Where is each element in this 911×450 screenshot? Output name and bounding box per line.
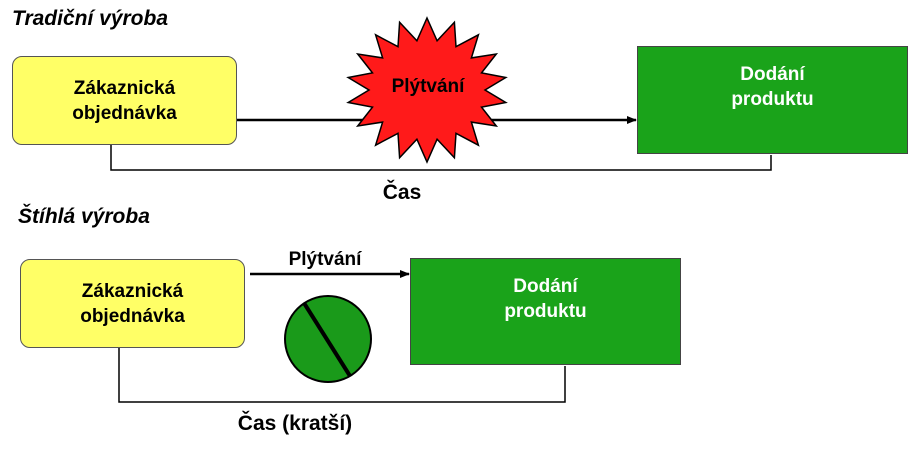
traditional-delivery-line2: produktu xyxy=(731,89,814,110)
lean-delivery-line1: Dodání xyxy=(513,275,578,297)
lean-order-line2: objednávka xyxy=(80,305,185,327)
traditional-delivery-box: Dodání produktu xyxy=(637,46,908,154)
traditional-order-box: Zákaznická objednávka xyxy=(12,56,237,145)
waste-starburst xyxy=(346,16,508,164)
traditional-waste-label: Plýtvání xyxy=(391,76,465,97)
traditional-delivery-line1: Dodání xyxy=(740,64,805,85)
lean-delivery-line2: produktu xyxy=(504,300,587,322)
traditional-order-line1: Zákaznická xyxy=(73,77,176,99)
lean-delivery-box: Dodání produktu xyxy=(410,258,681,365)
lean-waste-label: Plýtvání xyxy=(288,249,362,270)
no-waste-icon xyxy=(284,295,372,383)
lean-order-line1: Zákaznická xyxy=(81,280,184,302)
lean-heading: Štíhlá výroba xyxy=(18,205,150,228)
traditional-heading: Tradiční výroba xyxy=(12,7,169,30)
lean-time-label: Čas (kratší) xyxy=(237,412,353,435)
lean-time-bracket xyxy=(118,348,566,403)
traditional-order-line2: objednávka xyxy=(72,102,177,124)
traditional-time-label: Čas xyxy=(382,181,422,204)
traditional-time-bracket xyxy=(110,145,772,171)
lean-order-box: Zákaznická objednávka xyxy=(20,259,245,348)
